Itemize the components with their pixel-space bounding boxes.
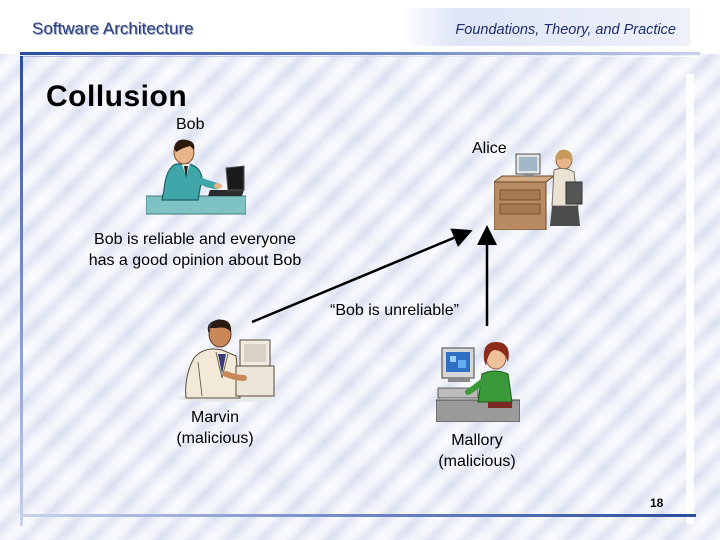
mallory-clipart [436,342,520,422]
marvin-to-alice-arrow [251,228,473,324]
header-band [400,8,690,46]
footer-rule [20,514,696,517]
claim-arrows [251,225,497,326]
slide-title: Collusion [46,80,188,113]
mallory-label-line-2: (malicious) [438,453,516,470]
alice-label: Alice [472,140,507,157]
alice-clipart [494,149,583,230]
header-subtitle: Foundations, Theory, and Practice [455,22,676,38]
mallory-label-line-1: Mallory [451,432,503,449]
claim-label: “Bob is unreliable” [330,302,459,319]
slide-header: Software Architecture Foundations, Theor… [0,0,720,54]
bob-reputation-line-1: Bob is reliable and everyone [94,231,296,248]
left-border-bar [20,56,23,526]
bob-label: Bob [176,116,205,133]
marvin-clipart [178,319,275,402]
marvin-label-line-1: Marvin [190,409,239,426]
bob-reputation-line-2: has a good opinion about Bob [88,252,302,269]
right-border-bar [686,74,694,524]
header-rule [20,52,700,55]
bob-clipart [146,139,246,215]
header-rule-highlight [20,56,700,57]
marvin-label-line-2: (malicious) [176,430,254,447]
page-number: 18 [650,496,664,510]
header-title: Software Architecture [32,19,194,38]
